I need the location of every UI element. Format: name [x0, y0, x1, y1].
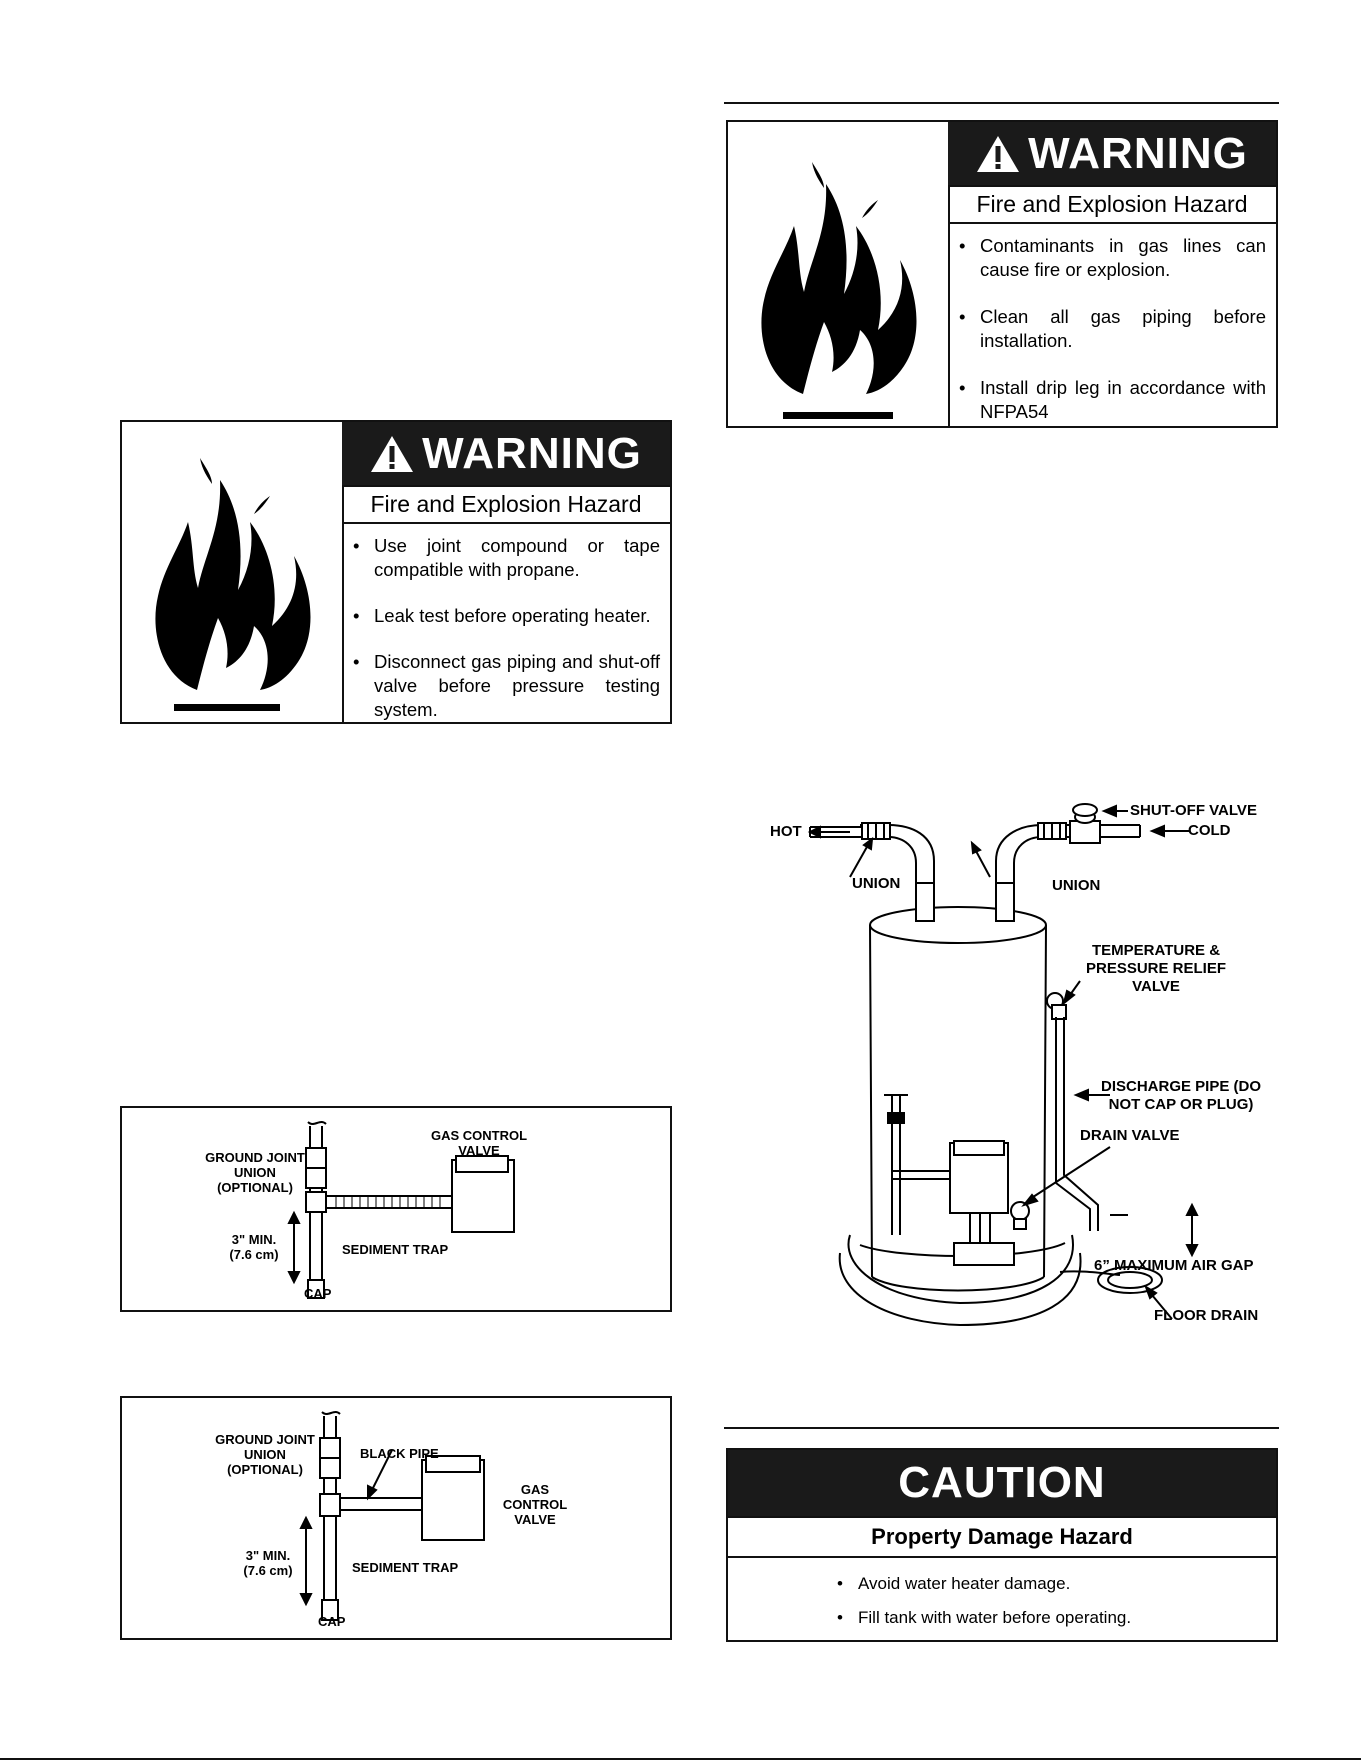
warning-text-panel: WARNING Fire and Explosion Hazard •Use j…	[342, 422, 670, 722]
label-shutoff-valve: SHUT-OFF VALVE	[1130, 802, 1257, 819]
warning-triangle-icon	[977, 135, 1020, 172]
warning-signal-word: WARNING	[342, 422, 670, 485]
bullet-item: •Install drip leg in accordance with NFP…	[959, 377, 1266, 422]
label-union-left: UNION	[852, 875, 901, 892]
label-drain-valve: DRAIN VALVE	[1080, 1127, 1180, 1144]
label-min: 3" MIN. (7.6 cm)	[229, 1232, 279, 1262]
bullet-list: •Avoid water heater damage. •Fill tank w…	[728, 1558, 1276, 1630]
hazard-title: Fire and Explosion Hazard	[342, 485, 670, 524]
section-rule-top	[724, 102, 1279, 104]
bullet-item: •Use joint compound or tape compatible w…	[353, 535, 660, 580]
label-gas-control-valve: GAS CONTROL VALVE	[502, 1482, 568, 1527]
label-sediment-trap: SEDIMENT TRAP	[352, 1560, 459, 1575]
bullet-list: •Contaminants in gas lines can cause fir…	[948, 224, 1276, 424]
warning-signal-text: WARNING	[422, 428, 642, 478]
label-floor-drain: FLOOR DRAIN	[1154, 1307, 1259, 1324]
sediment-trap-diagram-1: GROUND JOINT UNION (OPTIONAL) GAS CONTRO…	[120, 1106, 672, 1312]
warning-signal-text: WARNING	[1028, 128, 1248, 178]
sediment-trap-illustration	[299, 1411, 485, 1621]
water-heater-diagram: HOT UNION UNION SHUT-OFF VALVE COLD TEMP…	[770, 795, 1280, 1335]
label-union-right: UNION	[1052, 877, 1101, 894]
section-rule-bottom	[724, 1427, 1279, 1429]
warning-box-gas-contaminants: WARNING Fire and Explosion Hazard •Conta…	[726, 120, 1278, 428]
warning-signal-word: WARNING	[948, 122, 1276, 185]
bullet-item: •Disconnect gas piping and shut-off valv…	[353, 651, 660, 720]
warning-box-propane-joint: WARNING Fire and Explosion Hazard •Use j…	[120, 420, 672, 724]
label-min: 3" MIN. (7.6 cm)	[243, 1548, 293, 1578]
hazard-title: Fire and Explosion Hazard	[948, 185, 1276, 224]
water-heater-illustration	[807, 803, 1199, 1327]
caution-signal-word: CAUTION	[728, 1450, 1276, 1516]
warning-triangle-icon	[371, 435, 414, 472]
flame-panel	[122, 422, 344, 722]
flame-icon	[761, 162, 917, 419]
label-cap: CAP	[318, 1614, 346, 1629]
label-cold: COLD	[1188, 822, 1231, 839]
caution-box-property-damage: CAUTION Property Damage Hazard •Avoid wa…	[726, 1448, 1278, 1642]
label-cap: CAP	[304, 1286, 332, 1301]
label-black-pipe: BLACK PIPE	[360, 1446, 439, 1461]
page-footer-rule	[0, 1758, 1361, 1760]
label-air-gap: 6” MAXIMUM AIR GAP	[1094, 1257, 1254, 1274]
warning-text-panel: WARNING Fire and Explosion Hazard •Conta…	[948, 122, 1276, 426]
bullet-item: •Leak test before operating heater.	[353, 605, 651, 626]
flame-icon	[155, 458, 311, 711]
label-sediment-trap: SEDIMENT TRAP	[342, 1242, 449, 1257]
label-ground-joint-union: GROUND JOINT UNION (OPTIONAL)	[205, 1150, 305, 1195]
bullet-item: •Contaminants in gas lines can cause fir…	[959, 235, 1266, 280]
bullet-item: •Clean all gas piping before installatio…	[959, 306, 1266, 351]
sediment-trap-diagram-2: GROUND JOINT UNION (OPTIONAL) BLACK PIPE…	[120, 1396, 672, 1640]
hazard-title: Property Damage Hazard	[728, 1516, 1276, 1558]
label-tp-valve: TEMPERATURE & PRESSURE RELIEF VALVE	[1085, 942, 1227, 995]
label-hot: HOT	[770, 823, 802, 840]
bullet-item: •Fill tank with water before operating.	[837, 1608, 1132, 1627]
label-ground-joint-union: GROUND JOINT UNION (OPTIONAL)	[215, 1432, 315, 1477]
label-gas-control-valve: GAS CONTROL VALVE	[430, 1128, 528, 1158]
bullet-item: •Avoid water heater damage.	[837, 1574, 1071, 1593]
bullet-list: •Use joint compound or tape compatible w…	[342, 524, 670, 722]
flame-panel	[728, 122, 950, 426]
label-discharge-pipe: DISCHARGE PIPE (DO NOT CAP OR PLUG)	[1100, 1078, 1262, 1113]
sediment-trap-illustration	[287, 1121, 515, 1299]
